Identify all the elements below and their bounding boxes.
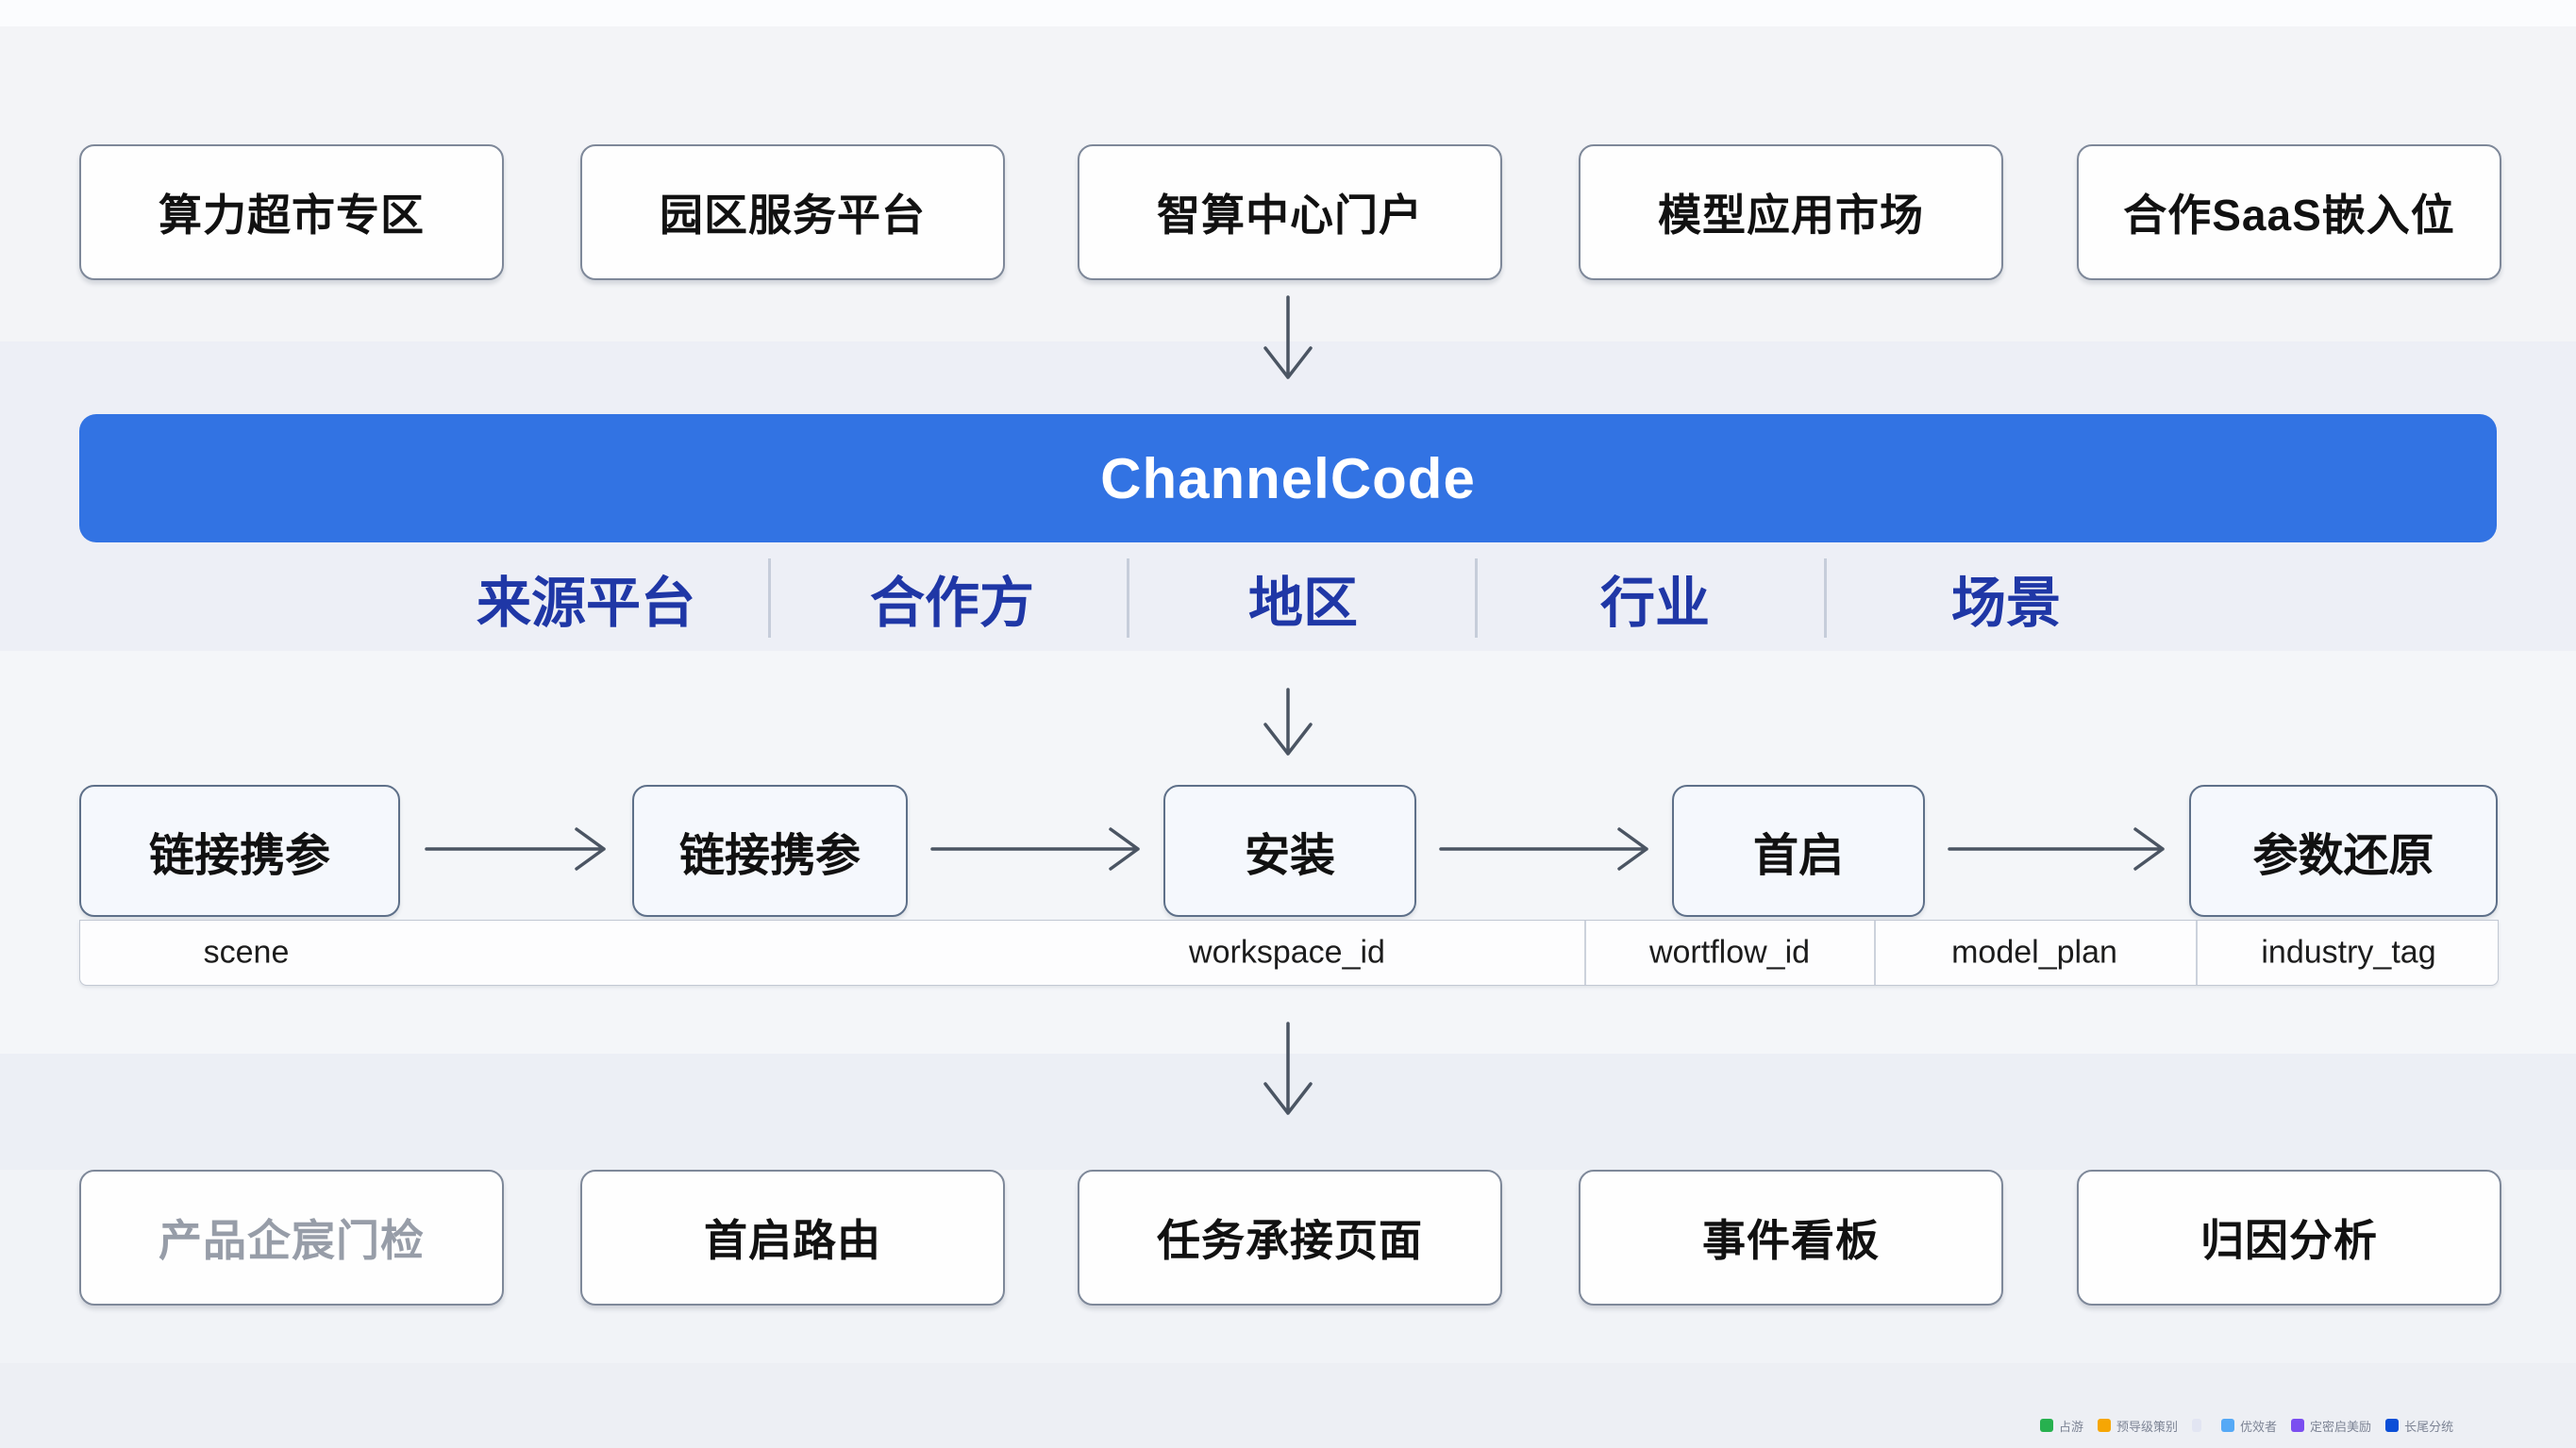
- channelcode-bar: ChannelCode: [79, 414, 2497, 542]
- source-box-compute-market: 算力超市专区: [79, 144, 504, 280]
- dimension-divider: [1127, 558, 1129, 638]
- param-wortflow-id: wortflow_id: [1648, 934, 1811, 971]
- source-box-label: 算力超市专区: [159, 191, 425, 240]
- param-model-plan: model_plan: [1951, 934, 2117, 971]
- legend-swatch-orange: [2098, 1419, 2112, 1432]
- legend-label: 长尾分统: [2404, 1419, 2454, 1434]
- legend-item: 定密启美励: [2291, 1417, 2371, 1435]
- param-scene: scene: [203, 934, 290, 971]
- flow-box-link-params-2: 链接携参: [632, 785, 908, 917]
- destination-box-task-landing-page: 任务承接页面: [1078, 1170, 1502, 1306]
- legend-item: 优效者: [2221, 1417, 2277, 1435]
- dimension-divider: [1824, 558, 1827, 638]
- param-divider: [2196, 921, 2198, 985]
- flow-box-first-launch: 首启: [1672, 785, 1925, 917]
- source-box-aicc-portal: 智算中心门户: [1078, 144, 1502, 280]
- legend-item: 占游: [2040, 1417, 2083, 1435]
- param-workspace-id: workspace_id: [1189, 934, 1385, 971]
- flow-box-label: 参数还原: [2252, 831, 2434, 881]
- source-box-label: 智算中心门户: [1157, 191, 1423, 240]
- dimension-divider: [768, 558, 771, 638]
- flow-box-link-params-1: 链接携参: [79, 785, 400, 917]
- legend-item: [2192, 1419, 2207, 1432]
- flow-box-install: 安装: [1163, 785, 1416, 917]
- down-arrow-bottom: [1263, 1022, 1313, 1115]
- flow-box-label: 链接携参: [678, 831, 861, 881]
- flow-box-label: 安装: [1244, 831, 1335, 881]
- destination-box-label: 任务承接页面: [1157, 1216, 1423, 1265]
- dimension-industry: 行业: [1599, 573, 1711, 634]
- channelcode-title: ChannelCode: [1100, 446, 1476, 510]
- flow-arrow-2: [930, 827, 1140, 871]
- source-box-model-market: 模型应用市场: [1579, 144, 2003, 280]
- legend-swatch-darkblue: [2385, 1419, 2400, 1432]
- destination-box-first-launch-route: 首启路由: [580, 1170, 1005, 1306]
- source-box-label: 合作SaaS嵌入位: [2123, 191, 2455, 240]
- legend-item: 长尾分统: [2385, 1417, 2453, 1435]
- legend-item: 预导级策别: [2098, 1417, 2178, 1435]
- dimension-row: 来源平台 合作方 地区 行业 场景: [0, 555, 2576, 641]
- dimension-scene: 场景: [1950, 573, 2062, 634]
- source-box-label: 模型应用市场: [1658, 191, 1924, 240]
- dimension-divider: [1475, 558, 1478, 638]
- source-box-label: 园区服务平台: [660, 191, 926, 240]
- param-divider: [1874, 921, 1876, 985]
- param-industry-tag: industry_tag: [2261, 934, 2436, 971]
- destination-box-attribution-analysis: 归因分析: [2077, 1170, 2501, 1306]
- legend-label: 预导级策别: [2116, 1419, 2179, 1434]
- legend-label: 占游: [2059, 1419, 2084, 1434]
- flow-arrow-4: [1948, 827, 2165, 871]
- param-divider: [1584, 921, 1586, 985]
- down-arrow-mid: [1263, 688, 1313, 756]
- flow-arrow-1: [425, 827, 606, 871]
- legend-swatch-purple: [2291, 1419, 2305, 1432]
- destination-box-product-gate: 产品企宸门检: [79, 1170, 504, 1306]
- dimension-source-platform: 来源平台: [476, 573, 696, 634]
- source-box-saas-embed: 合作SaaS嵌入位: [2077, 144, 2501, 280]
- source-box-park-service: 园区服务平台: [580, 144, 1005, 280]
- dimension-region: 地区: [1247, 573, 1359, 634]
- flow-arrow-3: [1439, 827, 1648, 871]
- legend-label: 定密启美励: [2310, 1419, 2372, 1434]
- legend-label: 优效者: [2240, 1419, 2278, 1434]
- dimension-partner: 合作方: [869, 573, 1035, 634]
- legend-swatch-lightblue: [2221, 1419, 2235, 1432]
- destination-box-label: 产品企宸门检: [159, 1216, 425, 1265]
- flow-box-label: 链接携参: [148, 831, 330, 881]
- flow-box-label: 首启: [1752, 831, 1844, 881]
- legend-swatch-green: [2040, 1419, 2053, 1432]
- legend: 占游 预导级策别 优效者 定密启美励 长尾分统: [2040, 1413, 2453, 1438]
- destination-box-label: 归因分析: [2200, 1216, 2378, 1265]
- destination-box-event-dashboard: 事件看板: [1579, 1170, 2003, 1306]
- destination-box-label: 首启路由: [704, 1216, 881, 1265]
- parameter-strip: scene workspace_id wortflow_id model_pla…: [79, 920, 2499, 986]
- flow-box-param-restore: 参数还原: [2189, 785, 2498, 917]
- destination-box-label: 事件看板: [1702, 1216, 1880, 1265]
- down-arrow-top: [1263, 295, 1313, 379]
- legend-swatch-lavender: [2192, 1419, 2202, 1432]
